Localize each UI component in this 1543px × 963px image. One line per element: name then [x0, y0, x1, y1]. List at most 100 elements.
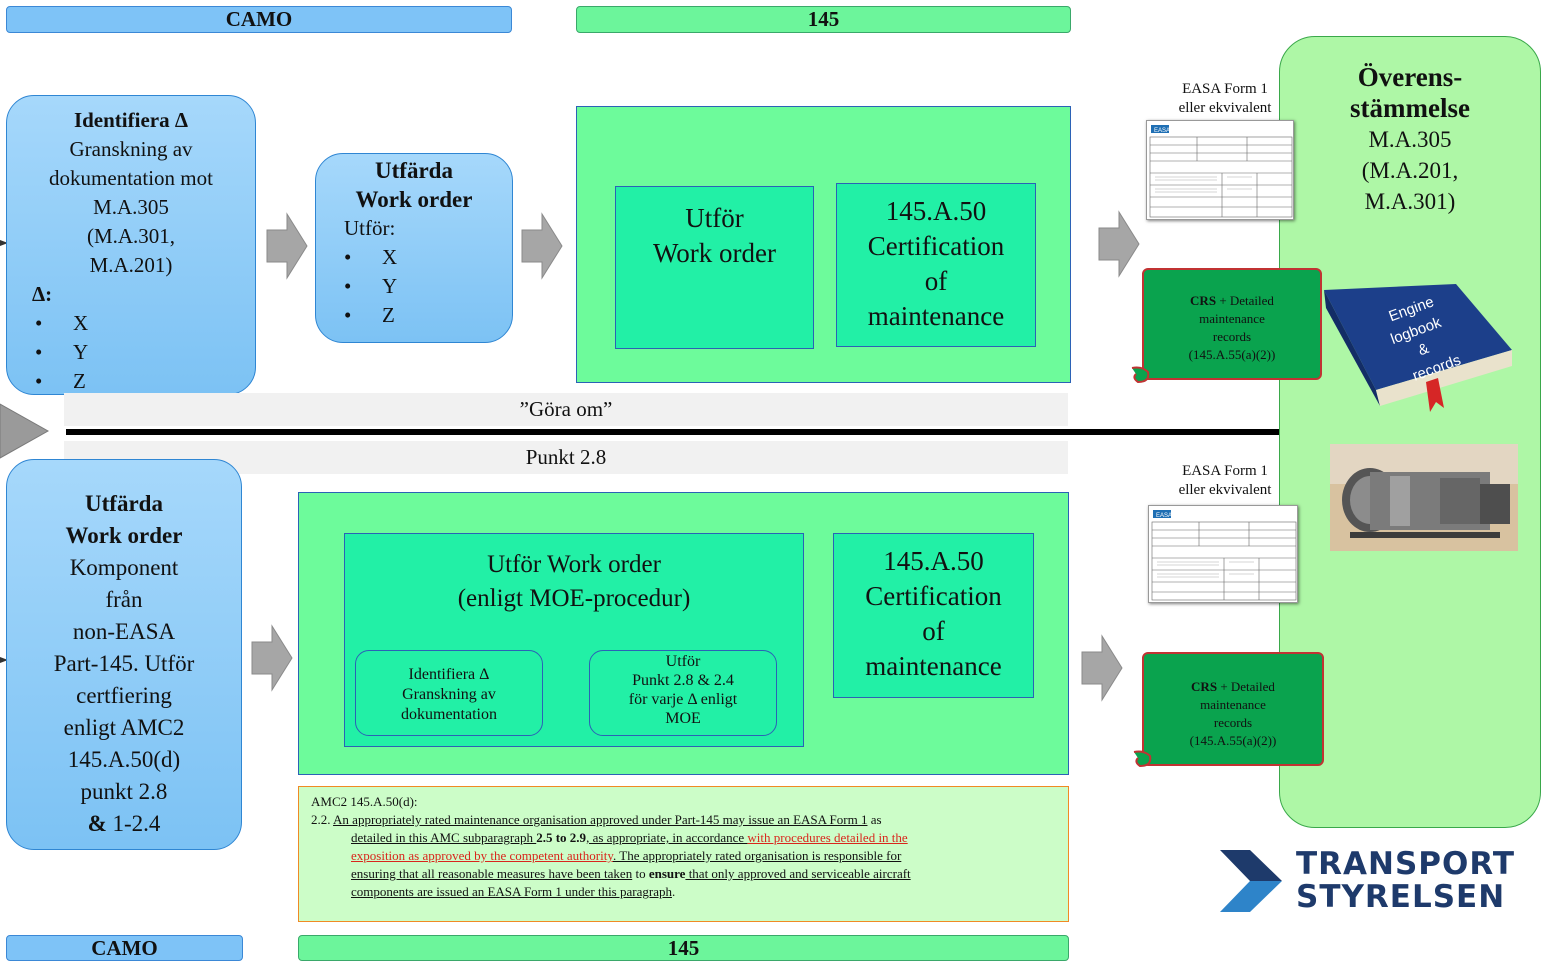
crs-line: maintenance	[1200, 697, 1266, 712]
work-order-title: Work order	[355, 187, 473, 212]
camo-identify-line: dokumentation mot	[49, 166, 213, 190]
caption-line: EASA Form 1	[1182, 463, 1268, 479]
camo-bottom-line: non-EASA	[72, 619, 176, 644]
flow-arrow-icon	[1098, 210, 1140, 278]
cert-line: 145.A.50	[883, 546, 984, 576]
perform-moe-box: Utför Work order (enligt MOE-procedur)	[344, 533, 804, 747]
camo-header-top: CAMO	[6, 6, 512, 33]
camo-identify-line: M.A.201)	[89, 253, 173, 277]
subbox-line: för varje Δ enligt	[628, 691, 738, 708]
cert-line: maintenance	[865, 651, 1002, 681]
camo-identify-line: M.A.305	[93, 195, 169, 219]
flow-arrow-icon	[251, 624, 293, 692]
camo-bottom-line: punkt 2.8	[80, 779, 168, 804]
perform-work-order-box: Utför Work order	[615, 186, 814, 349]
work-order-list: X Y Z	[316, 243, 512, 330]
cert-line: 145.A.50	[885, 196, 987, 226]
conformity-text: Överens- stämmelse M.A.305 (M.A.201, M.A…	[1279, 62, 1541, 217]
subbox-line: Identifiera Δ	[408, 666, 490, 683]
conformity-title: stämmelse	[1350, 93, 1470, 123]
camo-identify-title: Identifiera Δ	[73, 108, 189, 132]
subbox-line: Utför	[665, 653, 701, 670]
form-lines-icon: EASA	[1151, 510, 1297, 601]
camo-bottom-line: & 1-2.4	[87, 811, 161, 836]
work-order-sub: Utför:	[344, 216, 396, 240]
perform-line: Work order	[652, 238, 777, 268]
amc-paragraph: exposition as approved by the competent …	[351, 848, 902, 863]
crs-scroll-top: CRS + Detailed maintenance records (145.…	[1142, 268, 1322, 380]
perform-line: (enligt MOE-procedur)	[457, 585, 691, 612]
part145-header-bottom: 145	[298, 935, 1069, 961]
list-item: Z	[7, 367, 255, 396]
work-order-title: Utfärda	[375, 158, 453, 183]
crs-line: CRS + Detailed	[1190, 293, 1274, 308]
logo-text: TRANSPORT STYRELSEN	[1296, 848, 1515, 914]
camo-bottom-line: Komponent	[69, 555, 179, 580]
cert-line: of	[922, 616, 945, 646]
conformity-line: M.A.305	[1368, 127, 1452, 152]
redo-band: ”Göra om”	[64, 393, 1068, 426]
list-item: Y	[316, 272, 512, 301]
delta-label: Δ:	[32, 282, 53, 306]
svg-text:EASA: EASA	[1156, 513, 1172, 519]
subbox-line: MOE	[665, 710, 701, 727]
certification-box-top: 145.A.50 Certification of maintenance	[836, 183, 1036, 347]
amc-paragraph: detailed in this AMC subparagraph 2.5 to…	[351, 830, 908, 845]
transportstyrelsen-logo: TRANSPORT STYRELSEN	[1220, 848, 1514, 914]
crs-line: records	[1212, 329, 1252, 344]
svg-text:EASA: EASA	[1154, 128, 1170, 134]
scroll-curl-icon	[1131, 366, 1150, 384]
part145-header-top: 145	[576, 6, 1071, 33]
camo-header-bottom: CAMO	[6, 935, 243, 961]
camo-bottom-line: Part-145. Utför	[53, 651, 195, 676]
amc-quote-box: AMC2 145.A.50(d): 2.2. An appropriately …	[298, 786, 1069, 922]
perform-line: Utför Work order	[487, 551, 661, 578]
camo-identify-line: Granskning av	[69, 137, 193, 161]
conformity-line: M.A.301)	[1364, 189, 1456, 214]
easa-form-caption-top: EASA Form 1 eller ekvivalent	[1150, 80, 1300, 118]
camo-bottom-title: Utfärda	[85, 491, 163, 516]
crs-line: records	[1213, 715, 1253, 730]
amc-paragraph: ensuring that all reasonable measures ha…	[351, 866, 911, 881]
certification-box-bottom: 145.A.50 Certification of maintenance	[833, 533, 1034, 698]
easa-form-thumbnail-top: EASA	[1146, 120, 1294, 220]
list-item: X	[316, 243, 512, 272]
camo-identify-box: Identifiera Δ Granskning av dokumentatio…	[6, 95, 256, 396]
camo-bottom-title: Work order	[65, 523, 183, 548]
flow-arrow-icon	[266, 212, 308, 280]
cert-line: Certification	[865, 581, 1002, 611]
camo-bottom-line: 145.A.50(d)	[67, 747, 181, 772]
camo-bottom-line: certfiering	[76, 683, 172, 708]
amc-paragraph: components are issued an EASA Form 1 und…	[351, 884, 676, 899]
camo-bottom-line: enligt AMC2	[63, 715, 185, 740]
logo-mark-icon	[1220, 850, 1282, 912]
conformity-line: (M.A.201,	[1361, 158, 1459, 183]
crs-line: (145.A.55(a)(2))	[1188, 347, 1276, 362]
crs-line: maintenance	[1199, 311, 1265, 326]
jet-engine-image	[1330, 444, 1518, 551]
flow-arrow-icon	[521, 212, 563, 280]
crs-scroll-bottom: CRS + Detailed maintenance records (145.…	[1142, 652, 1324, 766]
subbox-line: Punkt 2.8 & 2.4	[632, 672, 734, 689]
delta-list: X Y Z	[7, 309, 255, 396]
cert-line: Certification	[867, 231, 1005, 261]
left-edge-arrow-top-icon	[0, 240, 8, 246]
camo-issue-work-order-box: Utfärda Work order Komponent från non-EA…	[6, 459, 242, 850]
list-item: Y	[7, 338, 255, 367]
caption-line: EASA Form 1	[1182, 81, 1268, 97]
cert-line: maintenance	[867, 301, 1005, 331]
camo-bottom-line: från	[105, 587, 143, 612]
identify-delta-subbox: Identifiera Δ Granskning av dokumentatio…	[355, 650, 543, 736]
crs-line: CRS + Detailed	[1191, 679, 1275, 694]
list-item: Z	[316, 301, 512, 330]
subbox-line: Granskning av	[402, 686, 496, 703]
caption-line: eller ekvivalent	[1178, 100, 1272, 116]
camo-identify-line: (M.A.301,	[86, 224, 176, 248]
amc-paragraph: 2.2. An appropriately rated maintenance …	[311, 812, 882, 827]
perform-points-subbox: Utför Punkt 2.8 & 2.4 för varje Δ enligt…	[589, 650, 777, 736]
subbox-line: dokumentation	[401, 706, 497, 723]
divider-line	[66, 429, 1279, 435]
form-lines-icon: EASA	[1149, 125, 1293, 218]
perform-line: Utför	[685, 203, 744, 233]
logo-line: TRANSPORT	[1296, 846, 1515, 882]
